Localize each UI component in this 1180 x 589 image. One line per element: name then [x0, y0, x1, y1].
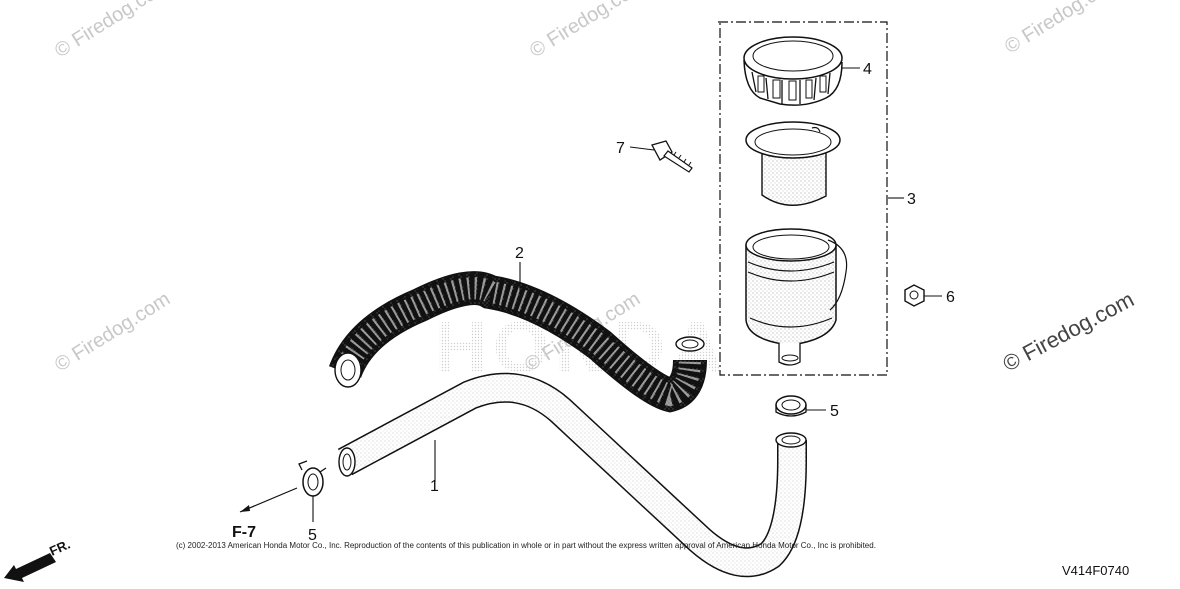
strainer [745, 121, 841, 206]
callout-5-lower: 5 [308, 527, 317, 544]
hose-clip-upper [775, 395, 807, 417]
watermark-top-left: © Firedog.com [51, 0, 174, 62]
hose-clip-lower [298, 460, 327, 497]
nut [904, 284, 925, 307]
fuel-tube [337, 372, 807, 578]
watermark-top-right: © Firedog.com [1001, 0, 1124, 58]
watermark-mid-left: © Firedog.com [51, 288, 174, 376]
assembly-frame [718, 21, 888, 376]
callout-7: 7 [616, 140, 625, 157]
callout-2: 2 [515, 245, 524, 262]
filler-cap [743, 36, 843, 106]
fuel-cup [745, 228, 848, 366]
callout-5-upper: 5 [830, 403, 839, 420]
callout-6: 6 [946, 289, 955, 306]
reference-arrow: F-7 [232, 487, 298, 541]
bolt [651, 140, 693, 173]
copyright-notice: (c) 2002-2013 American Honda Motor Co., … [176, 541, 876, 550]
corrugated-hose [328, 271, 707, 413]
watermark-large-right: © Firedog.com [999, 286, 1138, 376]
callouts: 1 2 3 4 5 5 6 7 [308, 61, 955, 544]
watermark-top-center: © Firedog.com [526, 0, 649, 62]
callout-3: 3 [907, 191, 916, 208]
front-direction-arrow: FR. [4, 537, 72, 582]
reference-label: F-7 [232, 524, 256, 541]
callout-1: 1 [430, 478, 439, 495]
callout-4: 4 [863, 61, 872, 78]
leader-lines [312, 67, 942, 522]
diagram-code: V414F0740 [1062, 563, 1129, 578]
front-direction-label: FR. [47, 537, 72, 559]
